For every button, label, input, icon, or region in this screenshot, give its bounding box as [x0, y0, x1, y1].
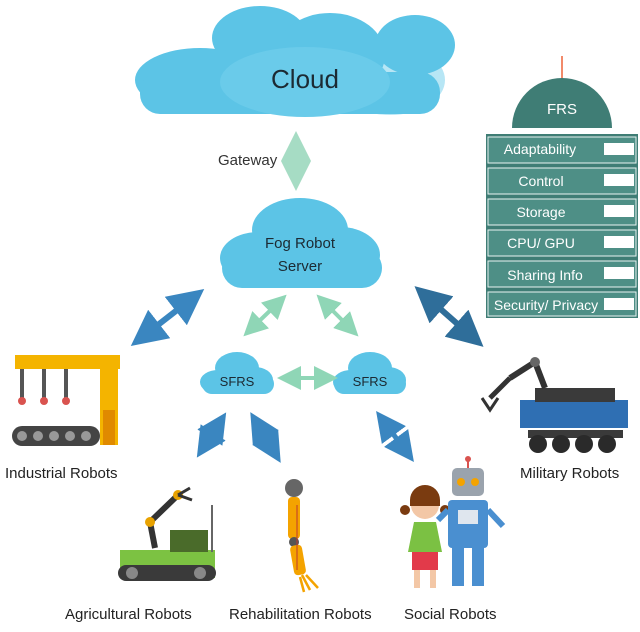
rehabilitation-robots-label: Rehabilitation Robots [229, 606, 372, 623]
frs-row-label: Security/ Privacy [494, 297, 598, 313]
frs-row-label: Sharing Info [507, 267, 583, 283]
frs-rows: Adaptability Control Storage CPU/ GPU Sh… [487, 136, 637, 317]
frs-row-label: CPU/ GPU [507, 235, 575, 251]
sfrs-left-label: SFRS [220, 374, 255, 389]
arrow-server-sfrs-right [316, 294, 359, 337]
arrow-server-sfrs-left [243, 294, 287, 337]
frs-row-cpu-gpu: CPU/ GPU [487, 229, 637, 257]
cloud-label: Cloud [271, 64, 339, 94]
industrial-robots-label: Industrial Robots [5, 465, 118, 482]
agricultural-robot-icon [118, 486, 216, 581]
frs-row-label: Adaptability [504, 141, 576, 157]
frs-row-label: Control [518, 173, 563, 189]
frs-title: FRS [547, 101, 577, 118]
industrial-robot-icon [12, 355, 120, 446]
social-robots-label: Social Robots [404, 606, 497, 623]
cloud-shape [135, 6, 455, 117]
agricultural-robots-label: Agricultural Robots [65, 606, 192, 623]
frs-row-storage: Storage [487, 198, 637, 226]
fog-server-label-line1: Fog Robot [265, 235, 336, 252]
fog-server-cloud [220, 198, 382, 288]
sfrs-left-cloud [200, 352, 274, 394]
arrow-sfrs-rehabilitation [250, 412, 281, 463]
arrow-sfrs-agricultural [196, 412, 227, 458]
frs-row-security-privacy: Security/ Privacy [487, 291, 637, 317]
frs-row-control: Control [487, 167, 637, 195]
sfrs-right-label: SFRS [353, 374, 388, 389]
rehabilitation-robot-icon [285, 479, 319, 593]
frs-row-sharing-info: Sharing Info [487, 260, 637, 288]
fog-server-label-line2: Server [278, 258, 322, 275]
frs-row-label: Storage [516, 204, 565, 220]
military-robot-icon [480, 357, 628, 453]
arrow-sfrs-social [376, 410, 414, 463]
arrow-server-military [414, 286, 484, 347]
sfrs-right-cloud [333, 352, 406, 394]
frs-row-adaptability: Adaptability [487, 136, 637, 164]
gateway-label: Gateway [218, 152, 278, 169]
social-robot-icon [400, 456, 506, 588]
arrow-server-industrial [130, 288, 205, 347]
military-robots-label: Military Robots [520, 465, 619, 482]
